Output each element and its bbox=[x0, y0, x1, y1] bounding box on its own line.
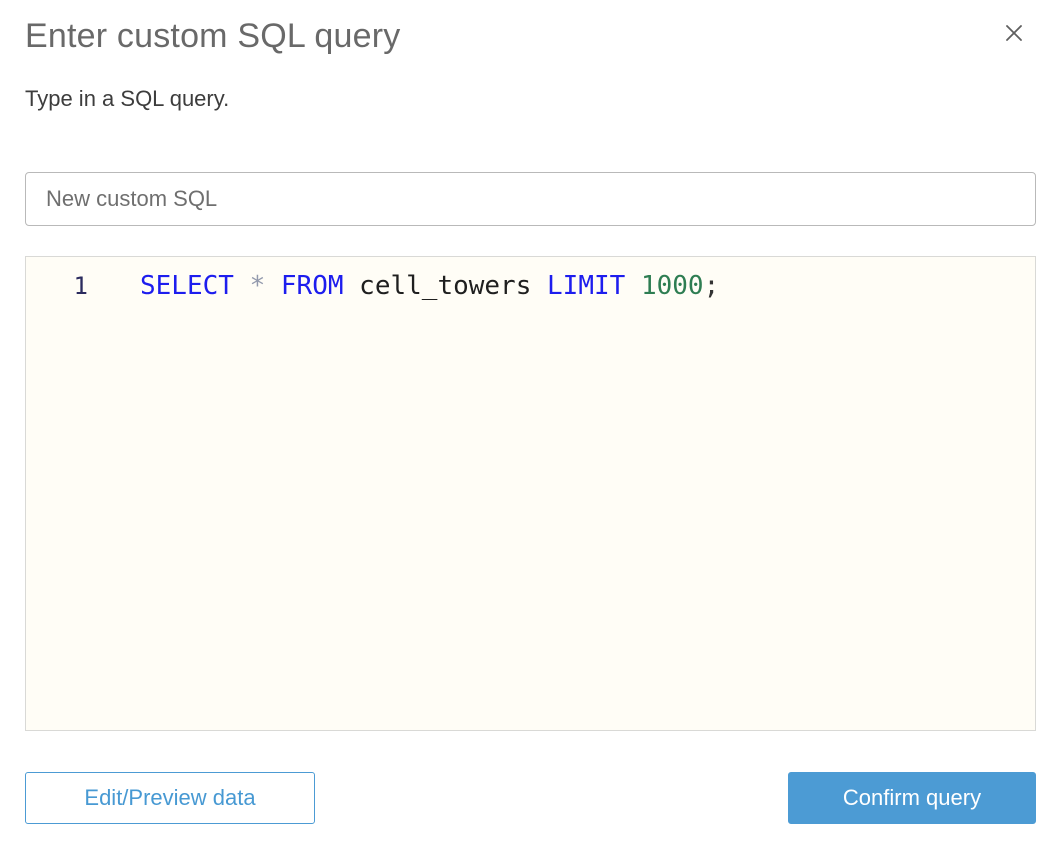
sql-token-number: 1000 bbox=[640, 271, 704, 301]
sql-token-punctuation: ; bbox=[703, 271, 720, 301]
dialog-description: Type in a SQL query. bbox=[25, 86, 230, 111]
sql-token-space bbox=[265, 271, 281, 301]
sql-token-space bbox=[344, 271, 360, 301]
sql-editor[interactable]: 1 SELECT * FROM cell_towers LIMIT 1000; bbox=[25, 256, 1036, 731]
dialog-footer: Edit/Preview data Confirm query bbox=[25, 772, 1036, 824]
sql-token-keyword: SELECT bbox=[140, 271, 234, 301]
code-line: 1 SELECT * FROM cell_towers LIMIT 1000; bbox=[26, 257, 1035, 302]
sql-token-keyword: FROM bbox=[280, 271, 344, 301]
custom-sql-name-input[interactable] bbox=[25, 172, 1036, 226]
close-icon bbox=[1002, 21, 1026, 45]
close-button[interactable] bbox=[1001, 20, 1027, 46]
sql-token-operator: * bbox=[249, 271, 266, 301]
sql-token-keyword: LIMIT bbox=[547, 271, 626, 301]
confirm-query-button[interactable]: Confirm query bbox=[788, 772, 1036, 824]
sql-token-identifier: cell_towers bbox=[359, 271, 532, 301]
edit-preview-data-button[interactable]: Edit/Preview data bbox=[25, 772, 315, 824]
dialog-title: Enter custom SQL query bbox=[25, 17, 401, 55]
sql-token-space bbox=[625, 271, 641, 301]
sql-token-space bbox=[234, 271, 250, 301]
line-number: 1 bbox=[73, 272, 88, 300]
sql-code: SELECT * FROM cell_towers LIMIT 1000; bbox=[140, 270, 719, 302]
sql-token-space bbox=[531, 271, 547, 301]
